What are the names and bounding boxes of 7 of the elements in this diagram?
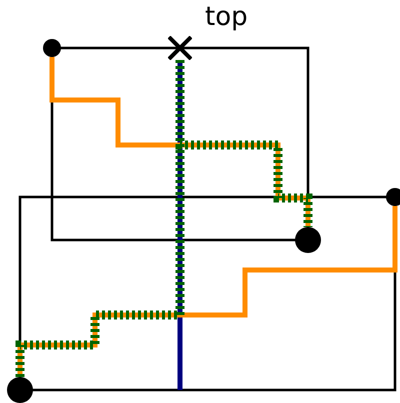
dot [43, 39, 61, 57]
dot [386, 188, 400, 206]
cross-mark [168, 36, 192, 60]
route-line [178, 60, 182, 390]
dot [295, 227, 321, 253]
dot [7, 377, 33, 403]
label-text: top [205, 2, 248, 32]
